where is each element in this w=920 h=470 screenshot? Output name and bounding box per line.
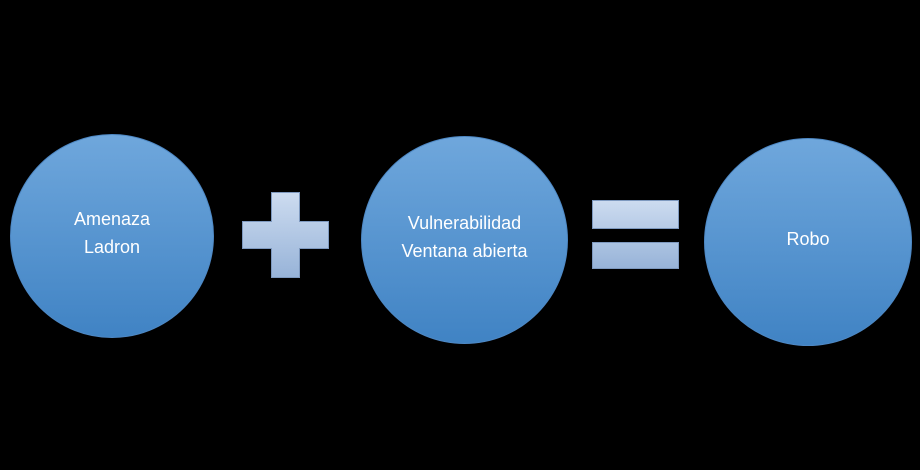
circle-vulnerabilidad-text: Vulnerabilidad Ventana abierta [401, 207, 527, 274]
circle-amenaza-text: Amenaza Ladron [74, 203, 150, 270]
circle-amenaza-line-1: Amenaza [73, 208, 151, 229]
circle-amenaza: Amenaza Ladron [10, 134, 214, 338]
circle-robo-line-1: Robo [786, 228, 830, 249]
plus-icon [242, 192, 329, 278]
equals-icon [592, 200, 679, 269]
circle-vulnerabilidad: Vulnerabilidad Ventana abierta [361, 136, 568, 344]
circle-amenaza-line-2: Ladron [83, 236, 141, 257]
circle-robo-text: Robo [786, 223, 829, 262]
circle-robo: Robo [704, 138, 912, 346]
circle-vulnerabilidad-line-2: Ventana abierta [401, 240, 528, 261]
circle-vulnerabilidad-line-1: Vulnerabilidad [407, 212, 522, 233]
